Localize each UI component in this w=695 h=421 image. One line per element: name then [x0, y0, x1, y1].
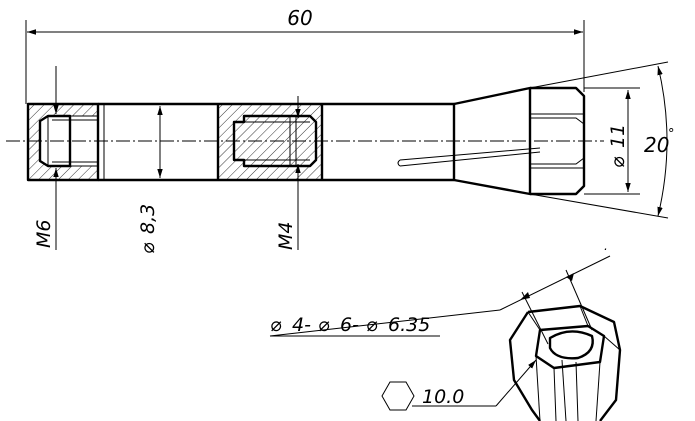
- shank-diameter-label: 8,3: [137, 204, 159, 234]
- collet-body: [26, 86, 586, 196]
- hex-size-value: 10.0: [422, 386, 464, 408]
- shank-diameter-text: ⌀ 8,3: [137, 204, 159, 254]
- iso-edge-2: [553, 367, 557, 421]
- bore-diameter-symbol-2: ⌀: [318, 314, 330, 336]
- m6-dimension: M6: [33, 66, 59, 250]
- bore-d1: 4-: [292, 314, 311, 336]
- iso-edge-6: [579, 305, 589, 327]
- shank-diameter-dimension: ⌀ 8,3: [137, 106, 163, 254]
- angle-ext-top: [529, 61, 669, 89]
- bore-dim-line: [499, 255, 611, 311]
- hex-chamfer-lines: [530, 117, 585, 165]
- section-boundaries: [216, 104, 324, 180]
- collet-isometric-view: .: [269, 239, 622, 421]
- angle-unit: °: [668, 127, 675, 142]
- bore-d3: 6.35: [388, 314, 430, 336]
- bore-leader: [269, 309, 501, 337]
- bore-dim-arrows: [520, 273, 574, 300]
- iso-edge-5: [527, 311, 541, 331]
- m4-label: M4: [275, 222, 297, 250]
- m4-bore: [232, 114, 318, 168]
- m4-dimension: M4: [275, 96, 301, 250]
- taper-angle-dimension: 20 °: [529, 61, 675, 219]
- angle-label: 20: [644, 133, 669, 157]
- head-diameter-text: ⌀ 11: [607, 124, 629, 168]
- hex-size-label: 10.0: [381, 381, 464, 411]
- iso-bore: [548, 330, 594, 360]
- head-diameter-dimension: ⌀ 11: [584, 87, 640, 195]
- iso-slot-2: [575, 361, 579, 421]
- collet-slot: [397, 147, 541, 167]
- bore-diameter-symbol-3: ⌀: [366, 314, 378, 336]
- angle-ext-bottom: [529, 193, 669, 219]
- collet-bores-label: ⌀ 4- ⌀ 6- ⌀ 6.35: [270, 314, 430, 336]
- left-section-hatch: [28, 104, 98, 180]
- dot-mark: .: [604, 239, 608, 253]
- hex-head: [530, 86, 586, 196]
- hex-leader-arrow: [495, 359, 537, 407]
- bore-diameter-symbol-1: ⌀: [270, 314, 282, 336]
- overall-length-dimension: 60: [25, 6, 585, 104]
- angle-arc: [657, 65, 668, 217]
- bore-ext-left: [521, 291, 549, 345]
- iso-edge-1: [535, 355, 541, 421]
- iso-slot-1: [561, 359, 567, 421]
- diameter-symbol-head: ⌀: [607, 156, 629, 168]
- bore-ext-right: [565, 269, 593, 331]
- iso-edge-4: [603, 335, 621, 351]
- head-diameter-label: 11: [607, 124, 629, 148]
- bore-d2: 6-: [340, 314, 359, 336]
- length-label: 60: [287, 6, 312, 30]
- taper-section: [453, 86, 532, 196]
- diameter-symbol: ⌀: [137, 242, 159, 254]
- hexagon-icon: [381, 381, 415, 411]
- iso-hex-outline: [508, 304, 622, 421]
- m6-label: M6: [33, 220, 55, 248]
- iso-edge-3: [595, 361, 601, 421]
